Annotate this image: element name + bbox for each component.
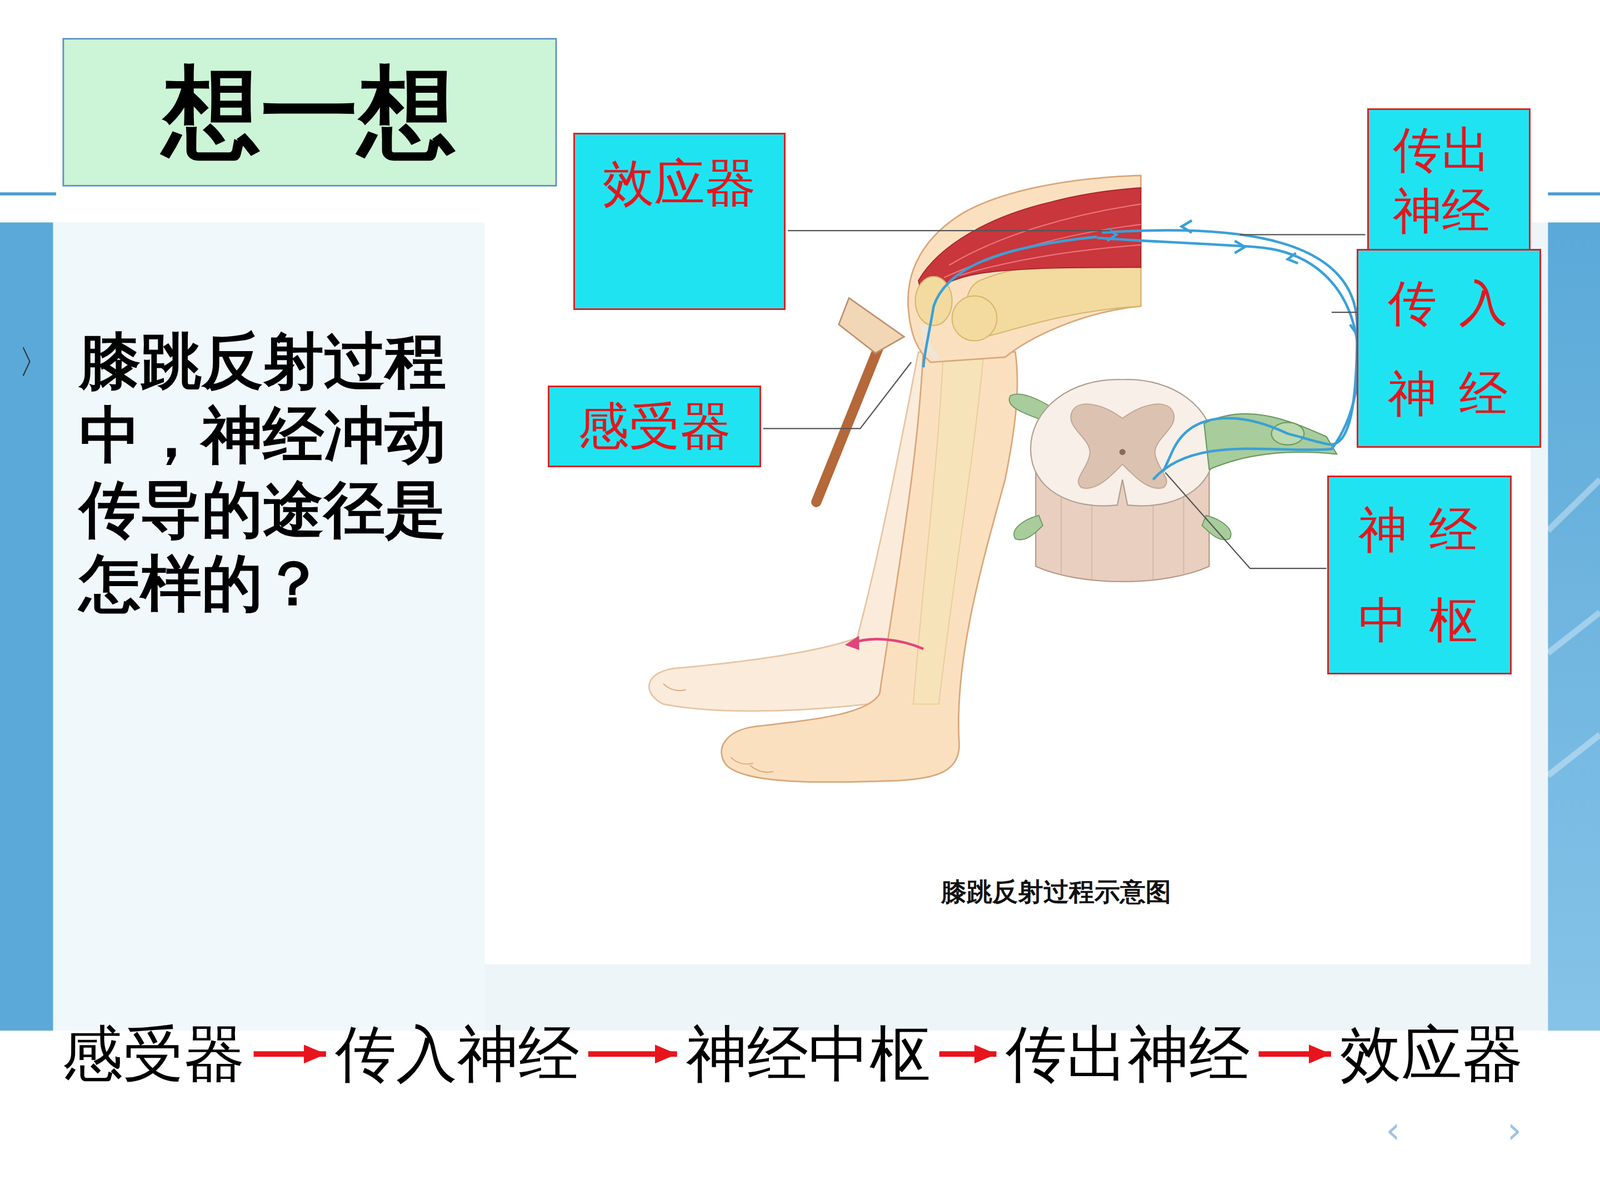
kick-arrow	[853, 638, 924, 649]
quadriceps-muscle	[918, 187, 1141, 302]
band-stripe	[1547, 734, 1600, 775]
leader-line	[763, 362, 912, 429]
question-panel	[53, 222, 485, 1031]
side-band	[0, 222, 54, 1031]
flow-step-text: 效应器	[1340, 1017, 1524, 1091]
cord-cross-section	[1030, 379, 1215, 506]
flow-arrow	[1258, 1051, 1332, 1057]
figure-caption: 膝跳反射过程示意图	[938, 875, 1174, 909]
label-box: 传出神经	[1367, 108, 1531, 254]
box-label: 传入神经	[1365, 257, 1533, 439]
flow-step-text: 感受器	[61, 1017, 245, 1091]
band-stripe	[1547, 479, 1600, 531]
muscle-fibre	[943, 224, 1141, 278]
sensory-fibre	[923, 236, 1097, 368]
flow-step: 神经中枢	[682, 1013, 934, 1095]
nerve-root	[1013, 515, 1043, 540]
kick-arrowhead	[845, 635, 860, 650]
tibia	[913, 341, 985, 704]
leader-lines	[763, 230, 1366, 569]
toe-line	[730, 757, 753, 764]
rule-line	[0, 192, 57, 196]
slide-title: 想一想	[63, 38, 557, 186]
nerve-arrow	[1181, 220, 1192, 233]
rule-line	[1547, 192, 1600, 196]
band-decoration	[1547, 479, 1600, 776]
box-label: 效应器	[602, 152, 757, 214]
femur-condyle	[952, 296, 998, 342]
flow-step-text: 神经中枢	[686, 1017, 931, 1091]
hammer-head	[838, 297, 905, 353]
side-band	[1547, 222, 1600, 1031]
efferent-nerve	[1096, 237, 1359, 480]
leader-line	[1240, 233, 1366, 235]
flow-step: 效应器	[1336, 1013, 1527, 1095]
label-box: 传入神经	[1356, 248, 1542, 448]
flow-step-text: 传出神经	[1005, 1017, 1250, 1091]
nerve-pathway	[923, 220, 1364, 480]
thigh	[907, 175, 1141, 363]
central-canal	[1119, 448, 1126, 455]
flow-step: 传出神经	[1002, 1013, 1254, 1095]
flow-arrow	[939, 1051, 997, 1057]
grey-matter	[1070, 403, 1174, 489]
box-label: 传出神经	[1392, 119, 1506, 242]
question-text: 膝跳反射过程中，神经冲动传导的途径是怎样的？	[79, 324, 457, 621]
slide-marker: 〉	[18, 342, 52, 383]
flow-arrow	[253, 1051, 327, 1057]
flow-arrow	[588, 1051, 678, 1057]
nerve-arrow	[1234, 240, 1245, 253]
hammer-handle	[816, 345, 880, 503]
nav-arrow: ‹	[1385, 1108, 1400, 1153]
toes	[663, 683, 774, 773]
flow-step: 传入神经	[331, 1013, 583, 1095]
box-label: 神经中枢	[1336, 484, 1503, 666]
label-box: 神经中枢	[1327, 475, 1512, 675]
flow-step-text: 传入神经	[335, 1017, 580, 1091]
nav-arrow: ›	[1507, 1108, 1522, 1153]
band-stripe	[1547, 612, 1600, 653]
flow-step: 感受器	[58, 1013, 249, 1095]
title-box	[63, 38, 557, 186]
toe-line	[663, 683, 686, 691]
toe-line	[750, 765, 774, 773]
leader-line	[1165, 472, 1327, 569]
leader-line	[787, 230, 1110, 232]
label-box: 感受器	[547, 385, 762, 468]
box-label: 感受器	[577, 396, 732, 458]
label-box: 效应器	[573, 132, 786, 311]
afferent-nerve	[1102, 230, 1358, 472]
nerve-arrow	[1287, 253, 1298, 264]
